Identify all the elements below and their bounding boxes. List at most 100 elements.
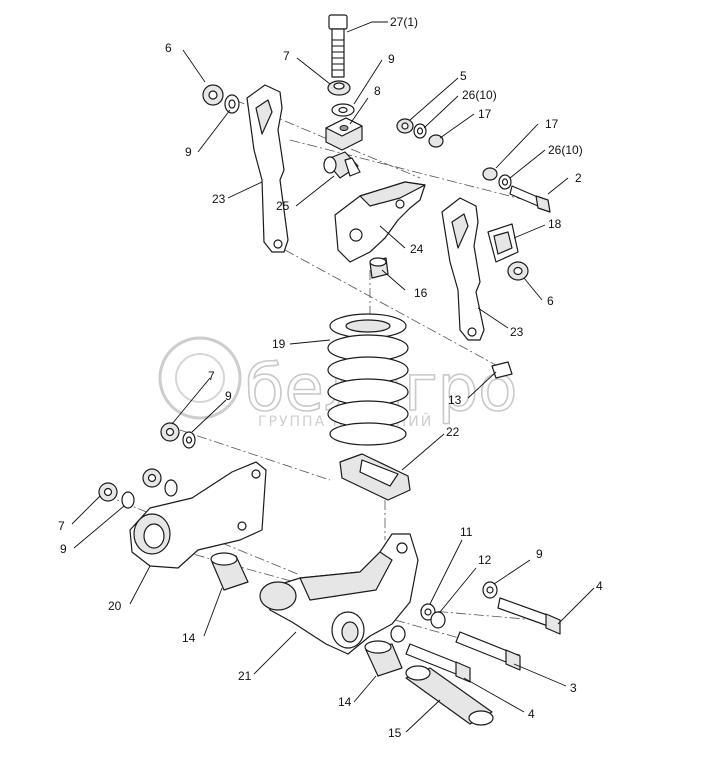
bushing-16 (369, 257, 389, 279)
leader-line (203, 587, 223, 637)
watermark-logo-ring (158, 336, 242, 420)
part-label-27: 27(1) (390, 15, 418, 29)
washer-9-mid (182, 431, 196, 449)
leader-line (349, 97, 369, 125)
bolt-27 (328, 14, 348, 78)
leader-line (296, 57, 331, 85)
leader-lines (71, 21, 595, 733)
part-label-9: 9 (388, 52, 395, 66)
part-label-22: 22 (446, 425, 460, 439)
bushing-14-right (364, 640, 403, 677)
part-label-7: 7 (58, 519, 65, 533)
leader-line (423, 95, 459, 129)
washer-26-upper (413, 123, 427, 139)
leader-line (513, 224, 546, 239)
washer-26-right (498, 174, 512, 190)
leader-line (73, 505, 125, 549)
part-label-26: 26(10) (462, 88, 497, 102)
axis-line (234, 99, 421, 179)
bolt-2 (509, 185, 551, 213)
leader-line (509, 149, 546, 179)
washer-9-left (224, 94, 240, 114)
cam-plate-24 (334, 181, 426, 263)
leader-line (401, 433, 445, 471)
spring-seat-22 (339, 453, 411, 501)
leader-line (71, 495, 101, 525)
leader-line (295, 175, 335, 207)
leader-line (289, 339, 331, 345)
axis-line (179, 429, 331, 481)
leader-line (191, 399, 227, 433)
nut-5 (396, 118, 414, 134)
leader-line (227, 181, 263, 199)
washer-12 (430, 611, 446, 629)
spring-19 (327, 313, 409, 446)
part-label-15: 15 (388, 726, 402, 740)
block-8 (325, 117, 363, 151)
part-label-16: 16 (414, 286, 428, 300)
leader-line (513, 663, 567, 687)
leader-line (353, 675, 377, 703)
part-label-9: 9 (60, 542, 67, 556)
bushing-14-left (210, 552, 249, 591)
part-label-12: 12 (478, 553, 492, 567)
leader-line (182, 49, 206, 83)
part-label-2: 2 (575, 171, 582, 185)
leader-line (523, 277, 543, 301)
part-label-4: 4 (528, 707, 535, 721)
bolt-3 (455, 631, 521, 671)
part-label-18: 18 (548, 217, 562, 231)
part-label-3: 3 (570, 681, 577, 695)
leader-line (381, 269, 406, 291)
pin-13 (491, 361, 513, 379)
washer-9-low-a (164, 479, 178, 497)
part-label-14: 14 (182, 631, 196, 645)
washer-9-low-b (121, 491, 135, 509)
nut-7-mid (160, 422, 180, 442)
lever-23-left (246, 84, 289, 253)
axis-line (289, 139, 546, 206)
part-label-6: 6 (165, 41, 172, 55)
nut-7-low-a (142, 468, 162, 488)
pin-15 (405, 665, 494, 726)
axis-line (284, 249, 506, 371)
leader-line (439, 113, 475, 139)
part-label-9: 9 (536, 547, 543, 561)
part-label-9: 9 (185, 145, 192, 159)
plate-18 (487, 223, 519, 263)
leader-line (129, 565, 151, 605)
part-label-20: 20 (108, 599, 122, 613)
housing-21 (259, 533, 419, 655)
washer-9-top (331, 103, 355, 117)
leader-line (439, 567, 477, 613)
nut-7-low-b (98, 482, 118, 502)
washer-9-right (482, 581, 498, 599)
leader-line (409, 77, 459, 121)
leader-line (353, 59, 383, 105)
leader-line (467, 371, 497, 399)
lever-23-right (441, 197, 485, 341)
leader-line (429, 539, 463, 605)
axis-line (104, 494, 301, 576)
part-label-19: 19 (272, 337, 286, 351)
part-label-6: 6 (547, 294, 554, 308)
part-label-24: 24 (410, 242, 424, 256)
nut-6-left (202, 84, 224, 106)
part-labels: 27(1) 6 7 9 8 9 5 26(10) 17 17 26(10) 2 … (58, 15, 603, 740)
part-label-26: 26(10) (548, 143, 583, 157)
bush-17-right (482, 167, 498, 181)
part-label-11: 11 (460, 525, 473, 539)
part-label-25: 25 (276, 199, 290, 213)
leader-line (493, 559, 531, 585)
part-label-7: 7 (283, 49, 290, 63)
leader-line (463, 677, 525, 713)
nut-7-top (327, 80, 351, 96)
pin-25 (323, 151, 361, 179)
part-label-4: 4 (596, 579, 603, 593)
leader-line (557, 587, 595, 625)
leader-line (405, 699, 441, 733)
washer-9-lower (390, 625, 406, 643)
leader-line (346, 21, 388, 33)
part-label-8: 8 (374, 84, 381, 98)
